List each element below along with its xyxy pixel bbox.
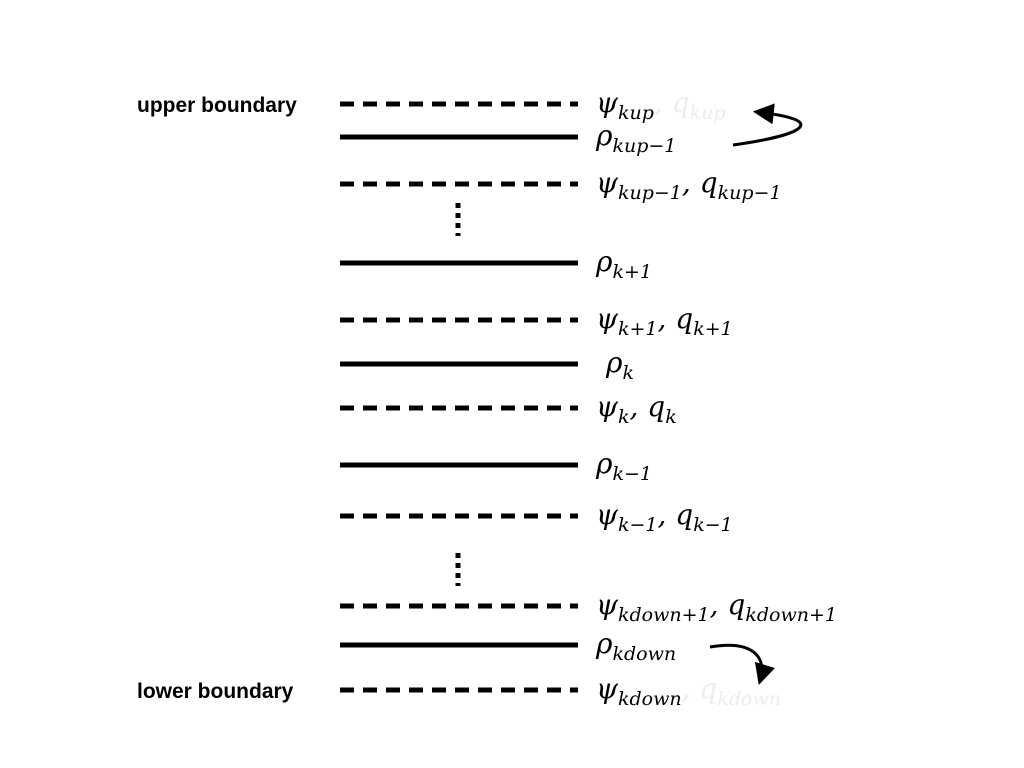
upper-boundary-arrow (732, 103, 803, 147)
q-subscript: k (665, 406, 677, 428)
q-subscript: kup (690, 102, 726, 124)
psi-symbol: ψ (596, 588, 619, 621)
rho-label: ρk (605, 346, 634, 384)
rho-symbol: ρ (595, 245, 613, 278)
rho-subscript: kup−1 (612, 135, 676, 157)
psi-q-label: ψkup, qkup (596, 86, 726, 124)
psi-subscript: kdown+1 (618, 604, 710, 626)
rho-subscript: k−1 (612, 463, 652, 485)
comma: , (682, 672, 691, 705)
psi-q-label: ψkup−1, qkup−1 (596, 166, 782, 204)
q-symbol: q (663, 86, 690, 119)
rho-subscript: k+1 (612, 261, 652, 283)
comma: , (658, 302, 667, 335)
q-subscript: kdown+1 (745, 604, 837, 626)
psi-subscript: k−1 (618, 514, 658, 536)
psi-q-label: ψk, qk (596, 390, 677, 428)
rho-subscript: k (622, 362, 634, 384)
comma: , (710, 588, 719, 621)
q-symbol: q (691, 672, 718, 705)
comma: , (654, 86, 663, 119)
comma: , (682, 166, 691, 199)
psi-q-label: ψkdown, qkdown (596, 672, 781, 710)
psi-symbol: ψ (596, 672, 619, 705)
q-subscript: k+1 (693, 318, 733, 340)
rho-symbol: ρ (605, 346, 623, 379)
psi-subscript: kup (618, 102, 654, 124)
psi-symbol: ψ (596, 86, 619, 119)
psi-subscript: k (618, 406, 630, 428)
psi-q-label: ψk−1, qk−1 (596, 498, 733, 536)
psi-q-label: ψk+1, qk+1 (596, 302, 733, 340)
lower-boundary-arrow (709, 643, 775, 686)
rho-label: ρk+1 (595, 245, 652, 283)
q-symbol: q (666, 498, 693, 531)
psi-subscript: kup−1 (618, 182, 682, 204)
q-symbol: q (638, 390, 665, 423)
comma: , (629, 390, 638, 423)
psi-q-label: ψkdown+1, qkdown+1 (596, 588, 837, 626)
q-subscript: kup−1 (718, 182, 782, 204)
q-subscript: kdown (717, 688, 781, 710)
rho-subscript: kdown (612, 643, 676, 665)
psi-symbol: ψ (596, 498, 619, 531)
psi-subscript: k+1 (618, 318, 658, 340)
q-symbol: q (691, 166, 718, 199)
comma: , (658, 498, 667, 531)
psi-subscript: kdown (618, 688, 682, 710)
upper-boundary-label: upper boundary (137, 94, 297, 117)
rho-symbol: ρ (595, 119, 613, 152)
psi-symbol: ψ (596, 302, 619, 335)
rho-symbol: ρ (595, 627, 613, 660)
rho-label: ρkdown (595, 627, 676, 665)
psi-symbol: ψ (596, 390, 619, 423)
psi-symbol: ψ (596, 166, 619, 199)
rho-label: ρk−1 (595, 447, 652, 485)
lower-boundary-label: lower boundary (137, 680, 294, 703)
rho-symbol: ρ (595, 447, 613, 480)
rho-label: ρkup−1 (595, 119, 676, 157)
q-subscript: k−1 (693, 514, 733, 536)
q-symbol: q (666, 302, 693, 335)
q-symbol: q (719, 588, 746, 621)
